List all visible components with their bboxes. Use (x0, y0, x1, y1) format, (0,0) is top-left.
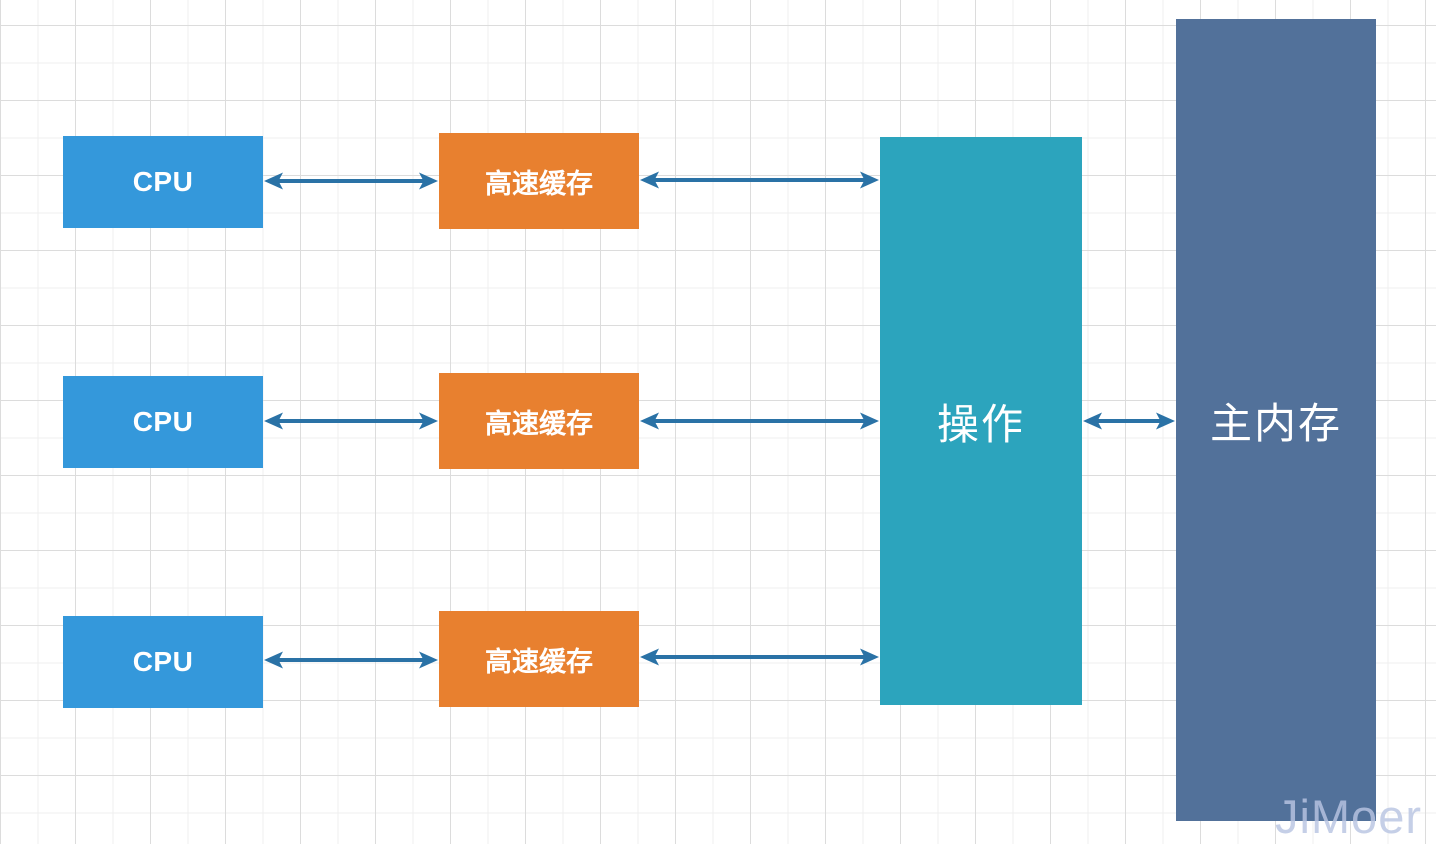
arrow-operation-memory (1082, 411, 1176, 431)
node-cpu-1: CPU (63, 136, 263, 228)
node-cpu-1-label: CPU (132, 166, 194, 197)
node-cache-1-label: 高速缓存 (485, 168, 593, 199)
double-arrow-icon (640, 412, 879, 430)
double-arrow-icon (264, 172, 438, 190)
node-operation-label: 操作 (936, 400, 1025, 448)
node-cache-2: 高速缓存 (439, 373, 639, 469)
arrow-cpu3-cache3 (263, 650, 439, 670)
double-arrow-icon (264, 651, 438, 669)
node-cache-3: 高速缓存 (439, 611, 639, 707)
node-main-memory-label: 主内存 (1209, 399, 1342, 447)
double-arrow-icon (264, 412, 438, 430)
double-arrow-icon (640, 171, 879, 189)
arrow-cache1-operation (639, 170, 880, 190)
node-cache-3-label: 高速缓存 (485, 646, 593, 677)
node-cpu-3: CPU (63, 616, 263, 708)
node-operation: 操作 (880, 137, 1082, 705)
node-cpu-2-label: CPU (132, 406, 194, 437)
double-arrow-icon (640, 648, 879, 666)
arrow-cache3-operation (639, 647, 880, 667)
double-arrow-icon (1083, 412, 1175, 430)
arrow-cache2-operation (639, 411, 880, 431)
node-cpu-3-label: CPU (132, 646, 194, 677)
node-main-memory: 主内存 (1176, 19, 1376, 821)
node-cache-1: 高速缓存 (439, 133, 639, 229)
node-cpu-2: CPU (63, 376, 263, 468)
arrow-cpu2-cache2 (263, 411, 439, 431)
node-cache-2-label: 高速缓存 (485, 408, 593, 439)
arrow-cpu1-cache1 (263, 171, 439, 191)
